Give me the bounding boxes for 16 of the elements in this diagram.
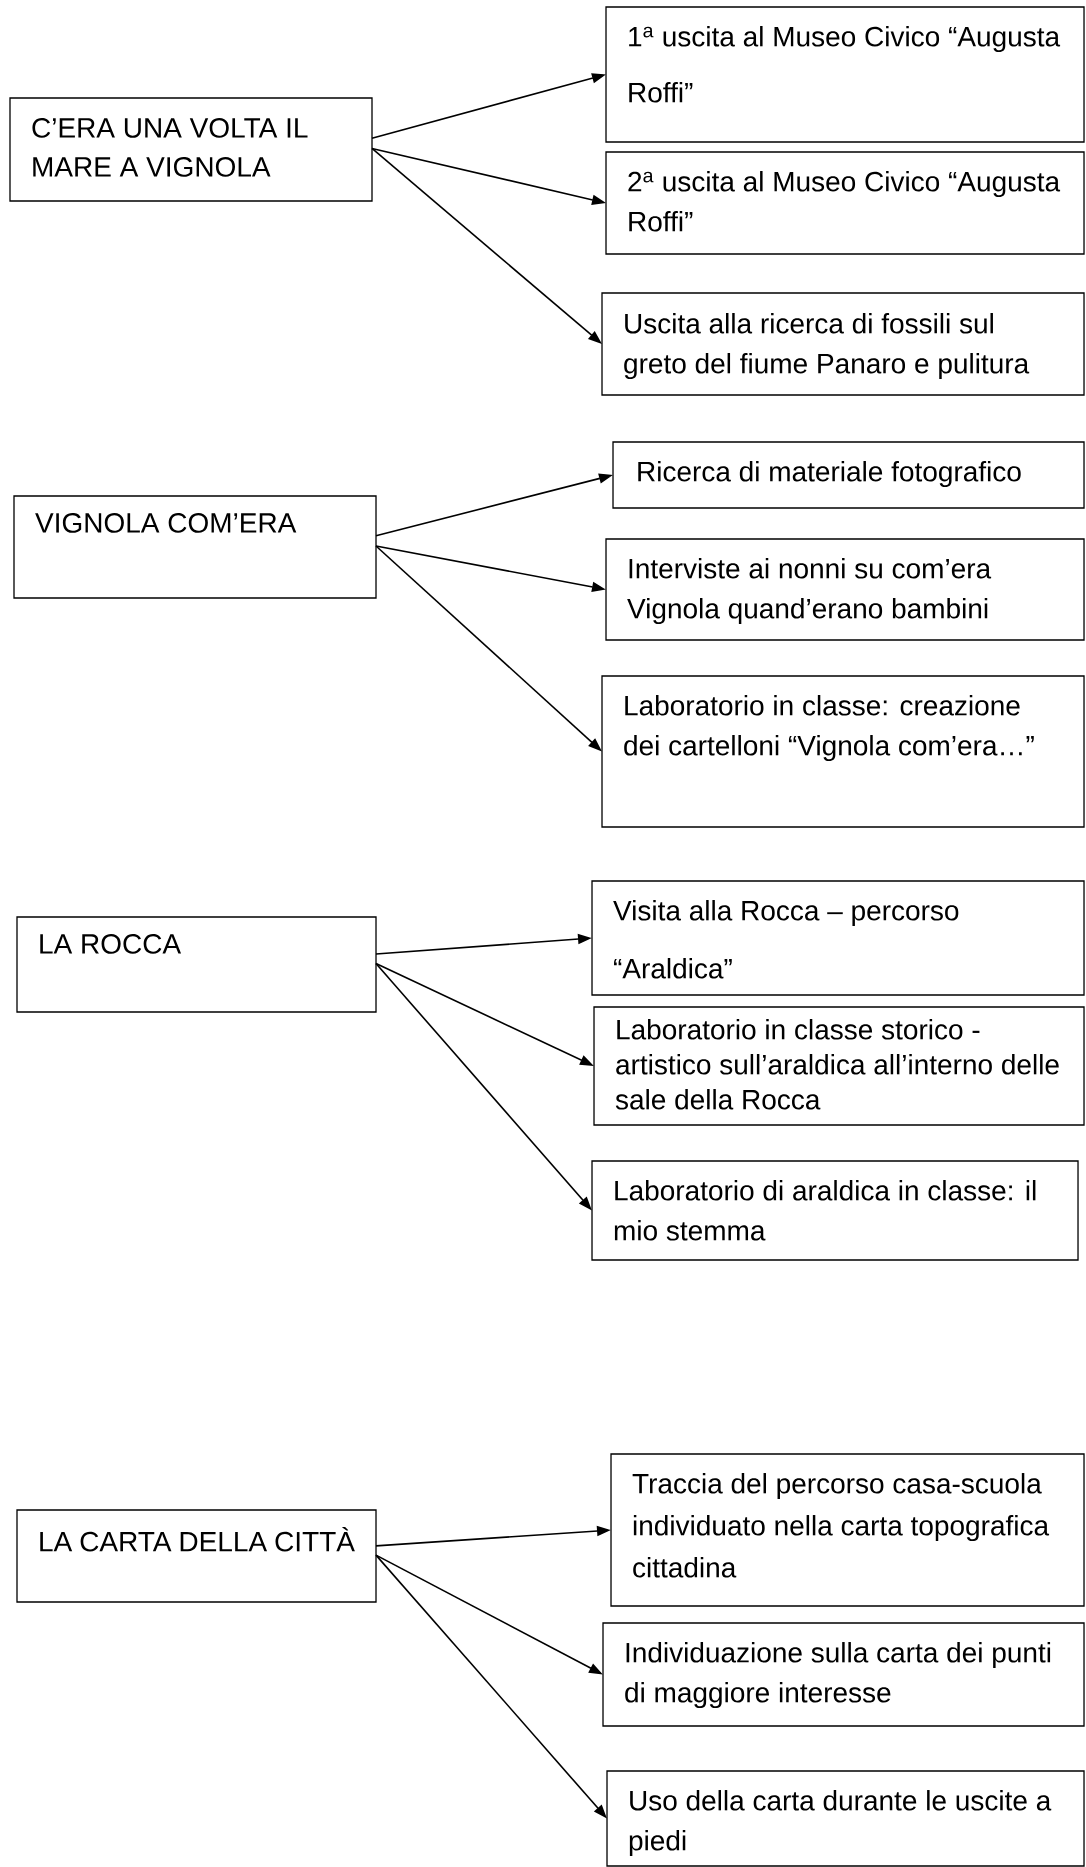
topic-box: LA CARTA DELLA CITTÀ [16, 1509, 377, 1603]
activity-box: Individuazione sulla carta dei punti di maggiore interesse [602, 1622, 1085, 1727]
activity-box: Visita alla Rocca – percorso “Araldica” [591, 880, 1085, 996]
topic-box: C’ERA UNA VOLTA IL MARE A VIGNOLA [9, 97, 373, 202]
activity-box: 2$^{a}$ uscita al Museo Civico “Augusta Roffi” [605, 151, 1085, 255]
topic-box: VIGNOLA COM’ERA [13, 495, 377, 599]
activity-box: Ricerca di materiale fotografico [612, 441, 1085, 509]
activity-box: Traccia del percorso casa-scuola individuato nella carta topografica cittadina [610, 1453, 1085, 1607]
activity-box: Interviste ai nonni su com’era Vignola quand’erano bambini [605, 538, 1085, 641]
activity-box: Laboratorio di araldica in classe: il mio stemma [591, 1160, 1079, 1261]
activity-box: 1$^{a}$ uscita al Museo Civico “Augusta Roffi” [605, 6, 1085, 143]
activity-box: Laboratorio in classe: creazione dei cartelloni “Vignola com’era…” [601, 675, 1085, 828]
activity-box: Uscita alla ricerca di fossili sul greto del fiume Panaro e pulitura [601, 292, 1085, 396]
activity-box: Uso della carta durante le uscite a piedi [606, 1770, 1085, 1867]
topic-box: LA ROCCA [16, 916, 377, 1013]
activity-box: Laboratorio in classe storico - artistico sull’araldica all’interno delle sale della Rocca [593, 1006, 1085, 1126]
